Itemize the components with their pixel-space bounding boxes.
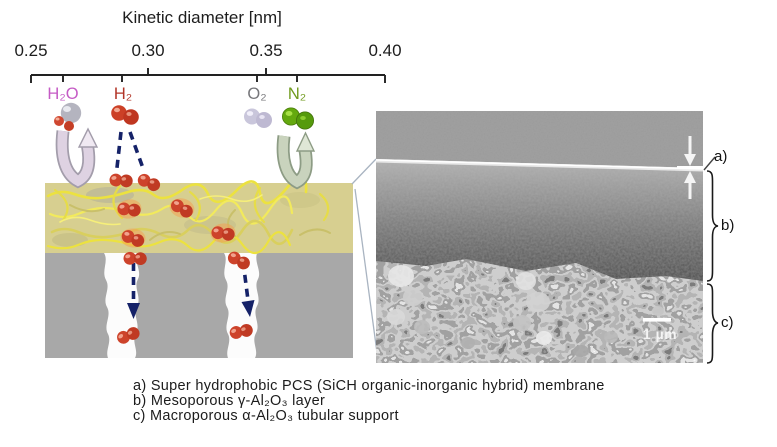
sem-image — [375, 111, 704, 363]
sem-label-b: b) — [721, 217, 735, 234]
n2-o2-rejected-arrow — [276, 131, 316, 190]
h2o-molecule-icon — [54, 102, 82, 131]
sem-scale-bar — [643, 318, 671, 322]
tubular-support-layer — [45, 253, 353, 358]
membrane-schematic — [45, 158, 379, 361]
sem-label-a: a) — [714, 148, 728, 165]
sem-bright-particles — [387, 265, 664, 357]
axis-title: Kinetic diameter [nm] — [122, 8, 282, 27]
h2o-rejected-arrow — [55, 127, 99, 189]
molecule-label-n2: N₂ — [287, 85, 307, 103]
label-a-leader-line — [703, 156, 716, 171]
sem-label-c: c) — [721, 314, 734, 331]
n2-molecule-icon — [281, 107, 315, 130]
caption-line-a: a) Super hydrophobic PCS (SiCH organic-i… — [133, 378, 605, 394]
zoom-connector-lines — [351, 158, 379, 361]
h2-molecule-icon — [111, 105, 139, 125]
brace-b — [706, 170, 719, 282]
molecule-label-o2: O₂ — [247, 85, 267, 103]
sem-background-region — [376, 111, 703, 168]
molecule-label-h2: H₂ — [113, 85, 133, 103]
o2-molecule-icon — [244, 108, 272, 128]
molecule-label-h2o: H₂O — [47, 85, 79, 103]
brace-c — [706, 283, 719, 364]
caption-line-c: c) Macroporous α-Al₂O₃ tubular support — [133, 408, 399, 424]
axis-tick-label: 0.40 — [368, 41, 402, 60]
pcs-membrane-layer — [45, 175, 353, 255]
axis-tick-label: 0.25 — [14, 41, 48, 60]
kinetic-diameter-axis — [30, 68, 386, 83]
sem-scale-bar-label: 1 µm — [642, 326, 678, 342]
axis-tick-label: 0.30 — [131, 41, 165, 60]
arrowhead-down — [127, 303, 140, 319]
membrane-thickness-arrows — [677, 136, 703, 199]
arrowhead-down — [241, 300, 255, 317]
axis-tick-label: 0.35 — [249, 41, 283, 60]
caption-line-b: b) Mesoporous γ-Al₂O₃ layer — [133, 393, 326, 409]
sem-mesoporous-layer-region — [376, 162, 703, 281]
